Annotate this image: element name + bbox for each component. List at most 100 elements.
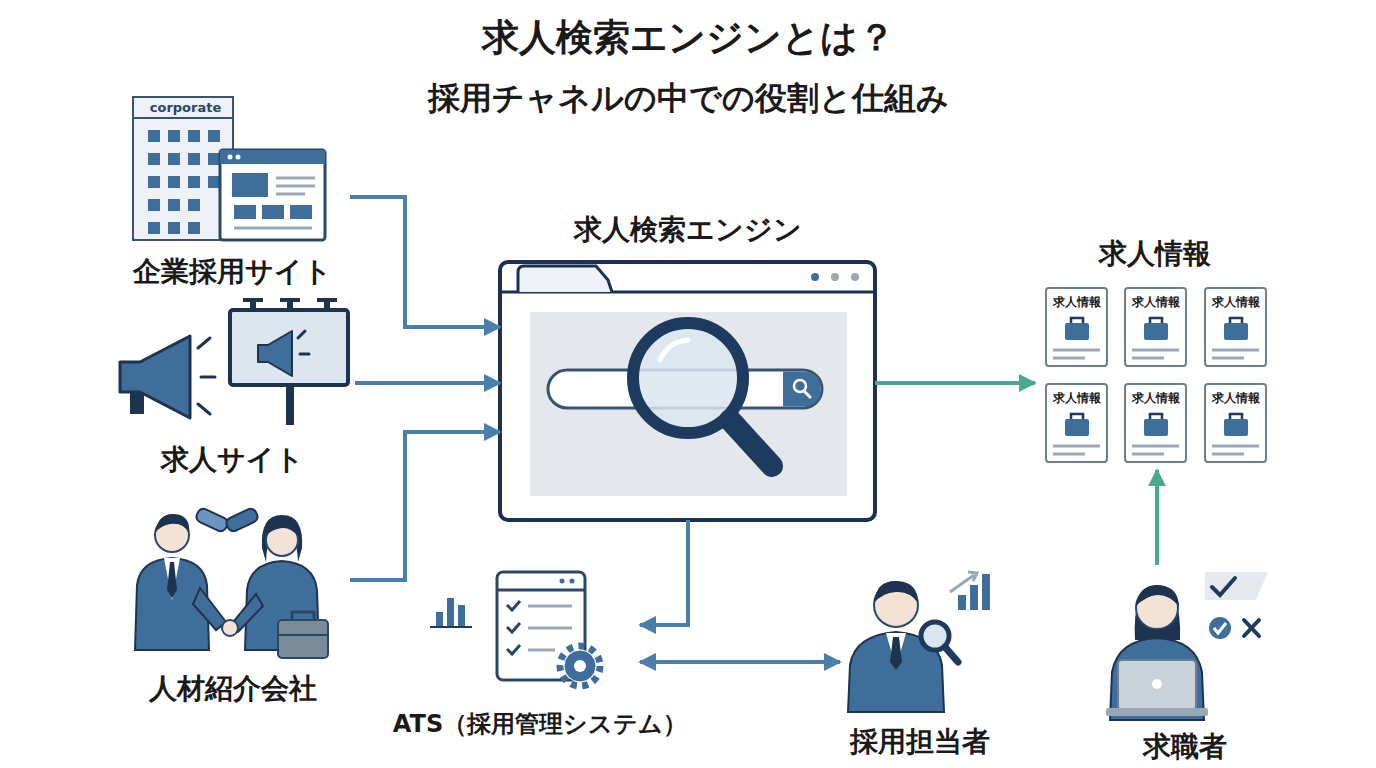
node-label: 採用担当者 [850,724,990,760]
agent-people-icon [278,620,328,658]
ats-icon [507,645,520,654]
ats-icon [528,627,572,630]
channel-node: 企業採用サイト [115,95,350,290]
job-card-icons [1150,414,1162,419]
billboard-icon [230,298,348,425]
jobseeker-icon [1212,578,1235,595]
node-label: 求職者 [1143,729,1227,765]
webpage-icon [276,185,315,188]
card-label: 求人情報 [1053,294,1101,310]
job-card-icons [1053,357,1085,360]
building-sign: corporate [138,99,233,116]
jobseeker-icon [1209,617,1231,639]
agent-people-icon [135,514,328,658]
agent-people-icon [164,558,180,600]
flow-arrow [350,432,500,580]
card-label: 求人情報 [1053,390,1101,406]
ats-node: ATS（採用管理システム） [440,565,640,740]
job-card: 求人情報 [1204,383,1267,463]
job-card: 求人情報 [1045,383,1108,463]
jobseeker-icon [1244,620,1259,636]
job-card-icons [1144,419,1168,436]
building-icon [148,130,160,142]
job-card-icons [1053,349,1100,352]
building-icon [208,176,220,188]
building-icon [148,153,160,165]
megaphone-icon [198,338,210,348]
flow-arrow [640,520,688,625]
agent-people-icon [230,594,263,632]
webpage-icon [232,173,268,197]
browser-window [804,391,810,397]
agent-people-icon [245,561,319,650]
flow-arrow [350,197,500,327]
jobseeker-icon [1136,585,1179,606]
job-card: 求人情報 [1124,287,1187,367]
building-icon [133,117,233,119]
recruiter-icon [968,572,977,581]
flow-arrow [1155,470,1159,565]
browser-window [518,266,612,292]
webpage-icon [220,150,325,164]
browser-window [794,380,806,392]
job-card-icons [1212,445,1259,448]
billboard-icon [243,298,263,302]
recruiter-node: 採用担当者 [840,565,1000,760]
job-card-icons [1224,419,1248,436]
ats-icon [430,572,600,686]
card-label: 求人情報 [1132,390,1180,406]
building-icon [188,176,200,188]
billboard-icon [230,310,348,385]
jobseeker-icon [1205,572,1268,600]
megaphone-icon [120,336,215,418]
job-card: 求人情報 [1124,383,1187,463]
browser-window [831,273,839,281]
ats-icon [528,605,572,608]
agent-people-icon [222,620,238,636]
webpage-icon [290,205,312,219]
card-label: 求人情報 [1132,294,1180,310]
recruiter-icon [945,647,958,662]
node-label: 企業採用サイト [133,254,332,290]
ats-icon [574,660,586,672]
megaphone-icon [120,336,190,418]
recruiter-icon [890,637,902,670]
browser-window [811,273,819,281]
recruiter-icon [950,575,974,592]
agent-people-icon [292,612,314,620]
node-label: ATS（採用管理システム） [393,708,687,740]
jobseeker-icon [1110,638,1204,720]
browser-window [730,420,772,466]
webpage-icon [220,150,325,240]
job-card-icons [1212,349,1259,352]
webpage-icon [276,193,305,196]
job-info-group: 求人情報求人情報求人情報求人情報求人情報求人情報求人情報 [1035,236,1275,470]
building-icon [168,199,180,211]
jobseeker-node: 求職者 [1100,565,1270,765]
billboard-icon [280,298,300,302]
jobseeker-icon [1118,660,1196,710]
ats-icon [458,605,465,626]
building-icon [168,130,180,142]
billboard-icon [250,300,256,311]
browser-window [783,372,821,407]
channel-node: 人材紹介会社 [115,495,350,707]
job-card-icons [1230,414,1242,419]
webpage-icon [228,155,233,160]
building-icon [188,153,200,165]
job-card: 求人情報 [1204,287,1267,367]
billboard-icon [258,331,292,376]
building-icon [208,130,220,142]
browser-window [851,273,859,281]
browser-window [530,312,847,496]
jobseeker-icon [1135,585,1180,640]
job-card-icons [1132,357,1164,360]
webpage-icon [220,150,325,240]
billboard-icon [324,300,330,311]
job-card-icons [1224,323,1248,340]
job-card-icons [1132,349,1179,352]
job-card-icons [1053,453,1085,456]
building-icon [148,199,160,211]
agent-people-icon [135,558,209,650]
browser-window [660,340,688,360]
